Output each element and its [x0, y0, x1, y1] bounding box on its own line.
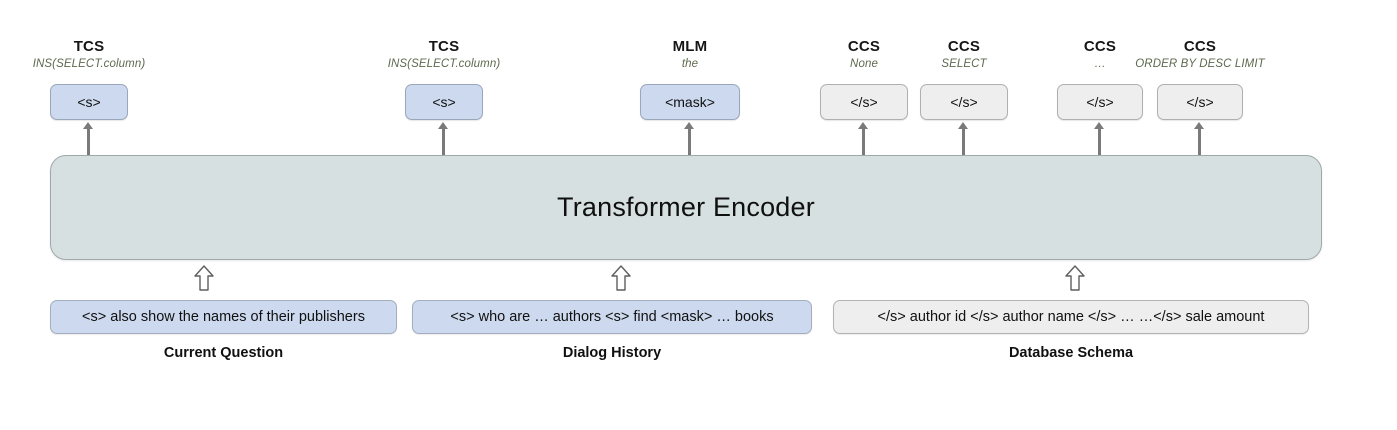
input-segment-current-question: <s> also show the names of their publish… [50, 300, 397, 334]
arrow-stem [962, 127, 965, 155]
arrow-stem [688, 127, 691, 155]
arrow-stem [862, 127, 865, 155]
task-label-ccs-1: CCS None [804, 38, 924, 71]
task-label-title: TCS [428, 38, 460, 55]
arrow-head [958, 122, 968, 129]
task-label-title: CCS [847, 38, 881, 55]
caption-current-question: Current Question [163, 345, 284, 361]
caption-dialog-history: Dialog History [562, 345, 662, 361]
arrow-stem [1198, 127, 1201, 155]
caption-database-schema: Database Schema [1008, 345, 1134, 361]
encoder-to-token-arrow [1194, 122, 1205, 155]
transformer-encoder-label: Transformer Encoder [557, 192, 815, 222]
input-to-encoder-arrow [610, 265, 632, 291]
task-label-ccs-4: CCS ORDER BY DESC LIMIT [1090, 38, 1310, 71]
task-label-ccs-3: CCS … [1040, 38, 1160, 71]
arrow-stem [87, 127, 90, 155]
task-label-subtitle: ORDER BY DESC LIMIT [1135, 57, 1265, 70]
encoder-to-token-arrow [438, 122, 449, 155]
task-label-ccs-2: CCS SELECT [904, 38, 1024, 71]
task-label-title: CCS [1083, 38, 1117, 55]
encoder-to-token-arrow [684, 122, 695, 155]
arrow-head [438, 122, 448, 129]
task-label-title: MLM [672, 38, 708, 55]
output-token-box: </s> [920, 84, 1008, 120]
arrow-head [684, 122, 694, 129]
task-label-subtitle: None [850, 57, 878, 70]
encoder-to-token-arrow [1094, 122, 1105, 155]
output-token-box: <s> [405, 84, 483, 120]
output-token-box: </s> [1057, 84, 1143, 120]
encoder-to-token-arrow [83, 122, 94, 155]
task-label-subtitle: INS(SELECT.column) [32, 57, 146, 70]
hollow-up-arrow-icon [194, 265, 214, 291]
transformer-encoder-block: Transformer Encoder [50, 155, 1322, 260]
output-token-box: <mask> [640, 84, 740, 120]
task-label-title: TCS [73, 38, 105, 55]
task-label-subtitle: INS(SELECT.column) [387, 57, 501, 70]
arrow-head [858, 122, 868, 129]
output-token-box: </s> [820, 84, 908, 120]
hollow-up-arrow-icon [1065, 265, 1085, 291]
arrow-head [83, 122, 93, 129]
output-token-box: <s> [50, 84, 128, 120]
task-label-tcs-2: TCS INS(SELECT.column) [355, 38, 533, 71]
arrow-stem [1098, 127, 1101, 155]
input-segment-dialog-history: <s> who are … authors <s> find <mask> … … [412, 300, 812, 334]
arrow-stem [442, 127, 445, 155]
arrow-head [1194, 122, 1204, 129]
task-label-subtitle: the [681, 57, 699, 70]
arrow-head [1094, 122, 1104, 129]
encoder-to-token-arrow [858, 122, 869, 155]
input-segment-database-schema: </s> author id </s> author name </s> … …… [833, 300, 1309, 334]
input-to-encoder-arrow [193, 265, 215, 291]
task-label-subtitle: SELECT [941, 57, 987, 70]
task-label-title: CCS [1183, 38, 1217, 55]
task-label-subtitle: … [1094, 57, 1106, 70]
task-label-tcs-1: TCS INS(SELECT.column) [0, 38, 178, 71]
task-label-title: CCS [947, 38, 981, 55]
input-to-encoder-arrow [1064, 265, 1086, 291]
output-token-box: </s> [1157, 84, 1243, 120]
task-label-mlm: MLM the [610, 38, 770, 71]
encoder-to-token-arrow [958, 122, 969, 155]
hollow-up-arrow-icon [611, 265, 631, 291]
